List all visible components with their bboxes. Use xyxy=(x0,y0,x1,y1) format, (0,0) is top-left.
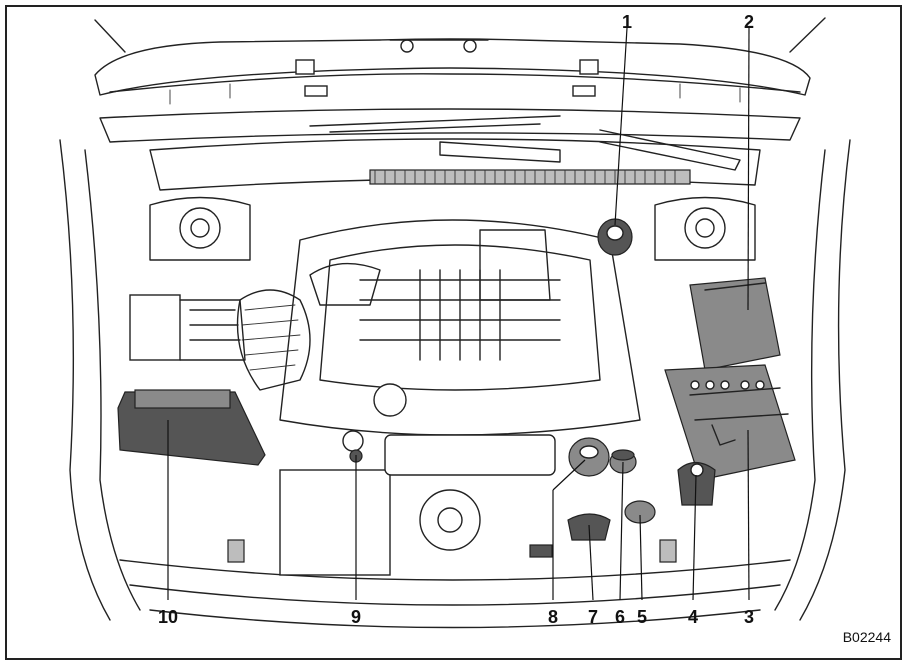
engine-oil-dipstick xyxy=(342,430,364,463)
callout-7: 7 xyxy=(587,607,598,627)
callout-3: 3 xyxy=(743,607,754,627)
battery xyxy=(664,364,796,481)
leader-lines xyxy=(167,27,750,601)
cowl-panel xyxy=(99,108,801,191)
callout-2: 2 xyxy=(743,12,754,32)
engine-block xyxy=(236,219,641,551)
raised-hood xyxy=(94,17,826,105)
relay-box xyxy=(689,277,781,371)
callout-10: 10 xyxy=(157,607,179,627)
body-fenders xyxy=(59,139,851,621)
callout-5: 5 xyxy=(636,607,647,627)
air-cleaner-case xyxy=(117,389,266,466)
callout-6: 6 xyxy=(614,607,625,627)
callout-1: 1 xyxy=(621,12,632,32)
callout-8: 8 xyxy=(547,607,558,627)
figure-code: B02244 xyxy=(842,629,891,645)
callout-4: 4 xyxy=(687,607,698,627)
fuse-box xyxy=(129,294,246,361)
coolant-reservoir xyxy=(677,461,716,506)
callout-9: 9 xyxy=(350,607,361,627)
brake-fluid-reservoir xyxy=(597,218,633,256)
engine-oil-filler-cap xyxy=(568,437,610,477)
